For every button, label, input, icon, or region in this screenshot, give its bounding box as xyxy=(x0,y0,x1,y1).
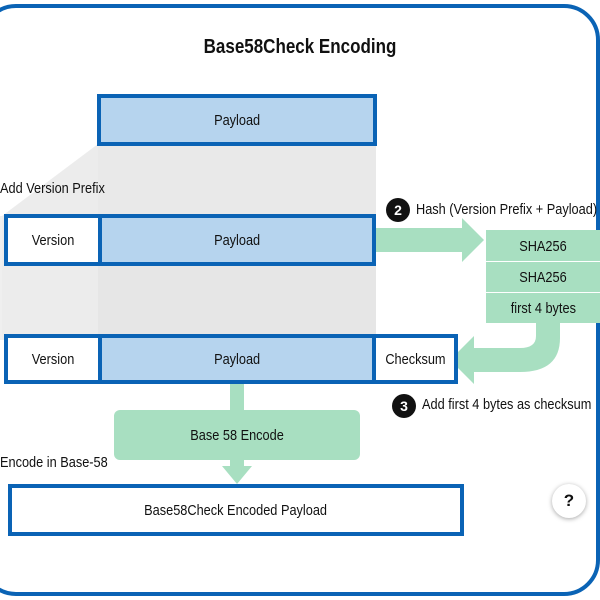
sha256-box-2: SHA256 xyxy=(486,261,600,292)
first-4-bytes-box: first 4 bytes xyxy=(486,292,600,323)
help-button[interactable]: ? xyxy=(552,484,586,518)
question-icon: ? xyxy=(563,491,575,510)
first-4-bytes-label: first 4 bytes xyxy=(510,299,576,317)
page-title: Base58Check Encoding xyxy=(203,36,397,58)
step-3-text: Add first 4 bytes as checksum xyxy=(422,396,592,413)
encode-stem xyxy=(230,384,244,412)
encoded-payload-box: Base58Check Encoded Payload xyxy=(8,484,464,536)
hash-arrow xyxy=(376,218,484,262)
version-box-row2: Version xyxy=(4,214,102,266)
encode-base58-label: Encode in Base-58 xyxy=(0,454,108,471)
sha256-label: SHA256 xyxy=(519,237,567,255)
checksum-return-arrow xyxy=(450,322,560,384)
base58-encode-box: Base 58 Encode xyxy=(114,410,360,460)
add-version-prefix-label: Add Version Prefix xyxy=(0,180,105,197)
step-3-badge: 3 xyxy=(392,394,416,418)
checksum-box: Checksum xyxy=(372,334,458,384)
payload-label: Payload xyxy=(213,350,261,368)
payload-box-row3: Payload xyxy=(98,334,376,384)
funnel-middle xyxy=(98,264,376,340)
payload-label: Payload xyxy=(213,111,261,129)
checksum-label: Checksum xyxy=(384,350,446,368)
sha256-box-1: SHA256 xyxy=(486,230,600,262)
encoded-payload-label: Base58Check Encoded Payload xyxy=(144,501,328,519)
payload-box-top: Payload xyxy=(97,94,377,146)
step-2-badge: 2 xyxy=(386,198,410,222)
version-box-row3: Version xyxy=(4,334,102,384)
sha256-label: SHA256 xyxy=(519,268,567,286)
payload-label: Payload xyxy=(213,231,261,249)
step-2-text: Hash (Version Prefix + Payload) xyxy=(416,201,598,218)
payload-box-row2: Payload xyxy=(98,214,376,266)
funnel-top xyxy=(98,144,376,216)
base58-encode-label: Base 58 Encode xyxy=(190,426,284,444)
version-label: Version xyxy=(31,231,75,249)
encode-arrow xyxy=(222,458,252,484)
version-label: Version xyxy=(31,350,75,368)
